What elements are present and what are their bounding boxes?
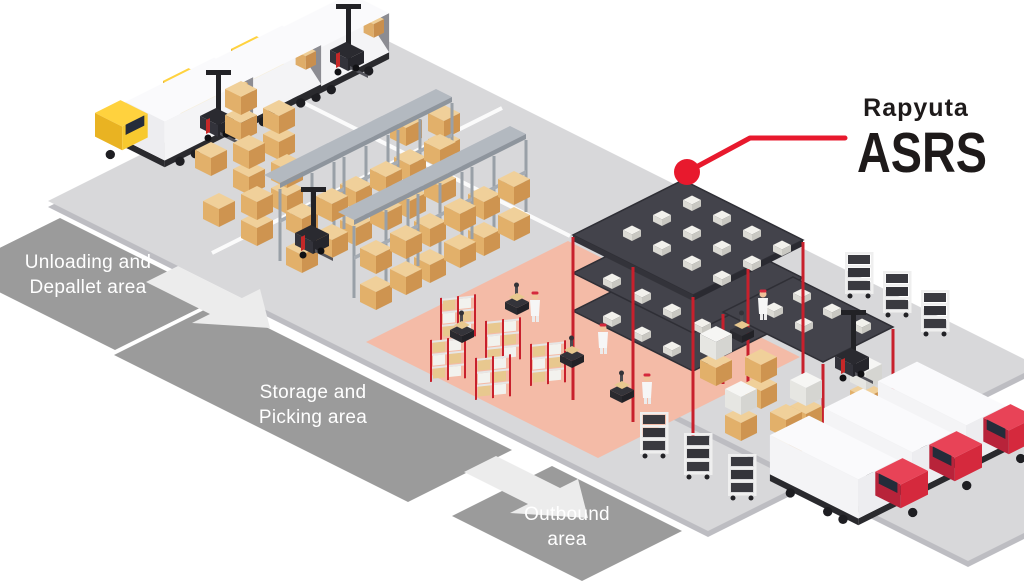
roll-cart xyxy=(845,252,874,299)
picking-shelf xyxy=(530,340,566,386)
asrs-callout-line xyxy=(684,135,848,175)
outbound-area-label-line1: Outbound xyxy=(524,504,610,525)
outbound-area-label-line2: area xyxy=(547,529,586,550)
roll-cart xyxy=(883,271,912,318)
asrs-column xyxy=(631,267,635,422)
asrs-logo-text: ASRS xyxy=(857,121,987,185)
picking-shelf xyxy=(430,336,466,382)
storage-area-band xyxy=(114,303,512,502)
roll-cart xyxy=(640,412,669,459)
unloading-area-label-line2: Depallet area xyxy=(30,277,147,298)
unloading-area-band xyxy=(0,218,220,350)
roll-cart xyxy=(684,433,713,480)
zone-arrow-unloading-to-storage xyxy=(146,266,270,328)
asrs-column xyxy=(821,364,825,430)
asrs-structure xyxy=(571,179,895,445)
asrs-column xyxy=(691,297,695,445)
roll-cart xyxy=(728,454,757,501)
asrs-column xyxy=(891,329,895,395)
rapyuta-logo-text: Rapyuta xyxy=(863,94,969,122)
asrs-column xyxy=(801,242,805,374)
zone-arrow-storage-to-outbound xyxy=(464,456,588,518)
asrs-column xyxy=(571,237,575,400)
asrs-callout-dot xyxy=(674,159,700,185)
storage-area-label-line1: Storage and xyxy=(260,382,367,403)
unloading-area-label-line1: Unloading and xyxy=(25,252,151,273)
roll-cart xyxy=(921,290,950,337)
storage-area-label-line2: Picking area xyxy=(259,407,367,428)
picking-shelf xyxy=(475,354,511,400)
